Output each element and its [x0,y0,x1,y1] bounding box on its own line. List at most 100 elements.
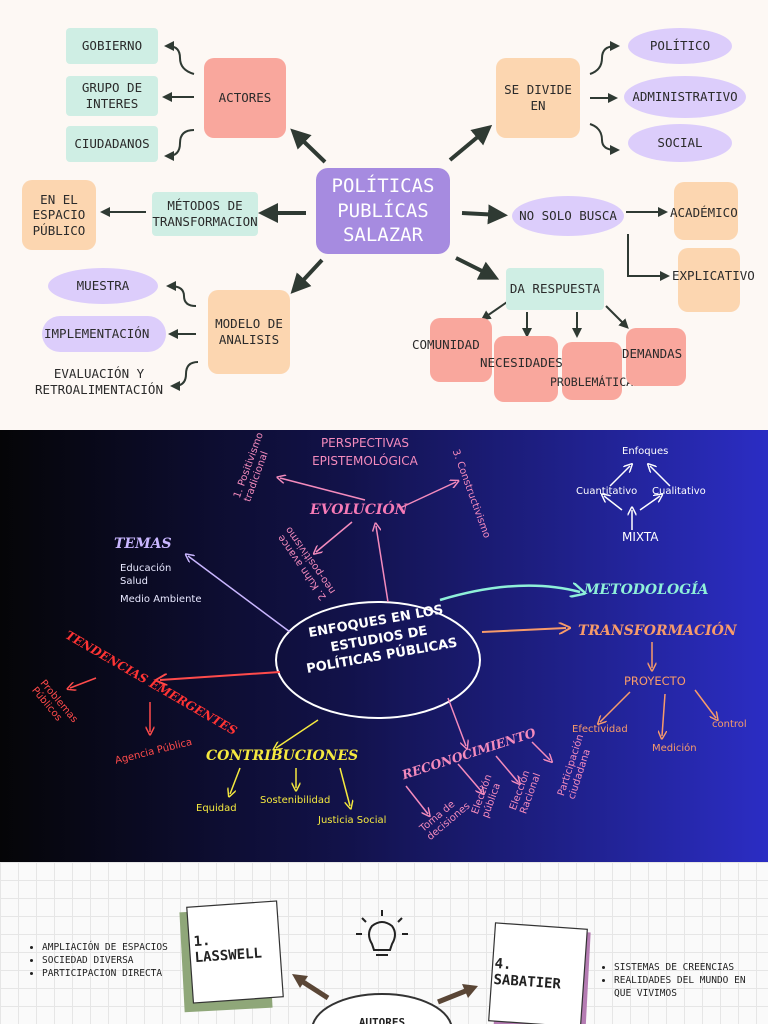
node-no-solo-busca: NO SOLO BUSCA [512,196,624,236]
temas-item-educacion: Educación [120,563,172,574]
arrow-to-actores [290,128,327,164]
link-eleccion-publica [457,763,482,792]
node-demandas: DEMANDAS [622,346,683,361]
arrow-icon [292,974,308,988]
link-evolucion [376,526,389,603]
node-explicativo: EXPLICATIVO [672,268,755,283]
temas-item-salud: Salud [120,576,148,587]
temas-item-medio-ambiente: Medio Ambiente [120,594,202,605]
central-autores: AUTORES [358,1015,406,1024]
central-ellipse [275,601,481,719]
link-tendencias [160,671,281,680]
node-explicativo-bg [678,248,740,312]
node-muestra: MUESTRA [48,268,158,304]
arrow-to-explicativo [627,234,670,281]
label-equidad: Equidad [196,803,237,814]
node-evaluacion: EVALUACIÓN Y RETROALIMENTACIÓN [35,366,163,397]
connector-arrows-layer [100,41,670,391]
link-enfoques-a [609,466,630,487]
link-justicia [339,767,350,806]
node-se-divide-en: SE DIVIDE EN [496,58,580,138]
node-implementacion: IMPLEMENTACIÓN [44,326,150,341]
label-efectividad: Efectividad [572,724,628,735]
node-ciudadanos: CIUDADANOS [66,126,158,162]
arrow-to-muestra [166,281,197,307]
link-control [694,689,716,718]
mindmap-panel-enfoques: ENFOQUES EN LOS ESTUDIOS DE POLÍTICAS PÚ… [0,430,768,862]
link-constructivismo [399,482,456,509]
link-contribuciones [276,719,319,748]
link-transformacion [481,628,566,632]
node-academico-bg [674,182,738,240]
node-problematicas-bg [562,342,622,400]
node-administrativo: ADMINISTRATIVO [624,76,746,118]
node-necesidades-bg [494,336,558,402]
arrow-to-no-solo [461,204,508,225]
label-justicia-social: Justicia Social [318,815,387,826]
connector-lines-layer [0,430,768,862]
link-temas [188,556,291,633]
label-sostenibilidad: Sostenibilidad [260,795,331,806]
label-contribuciones: CONTRIBUCIONES [206,748,359,764]
mindmap-panel-autores: 1. LASSWELL 4. SABATIER AUTORES AMPLIACI… [0,862,768,1024]
arrow-to-da-respuesta [455,256,500,280]
arrow-to-comunidad [480,299,511,321]
link-problemas [70,677,97,688]
central-topic: POLÍTICAS PUBLÍCAS SALAZAR [316,168,450,254]
arrow-to-modelo [290,258,324,294]
link-neopositivismo [316,521,353,552]
node-social: SOCIAL [628,124,732,162]
link-cuantitativo [604,496,623,511]
label-enfoques: Enfoques [622,446,669,457]
notes-sabatier: SISTEMAS DE CREENCIAS REALIDADES DEL MUN… [602,962,752,1000]
author-card-lasswell: 1. LASSWELL [192,933,263,967]
node-implementacion-bg [42,316,166,352]
arrow-to-se-divide [448,124,493,162]
node-actores: ACTORES [204,58,286,138]
label-control: control [712,719,747,730]
node-comunidad-bg [430,318,492,382]
note-item: AMPLIACIÓN DE ESPACIOS [42,942,180,955]
label-mixta: MIXTA [622,530,659,544]
label-evolucion: EVOLUCIÓN [310,502,408,518]
node-comunidad: COMUNIDAD [412,337,480,352]
node-politico: POLÍTICO [628,28,732,64]
note-item: REALIDADES DEL MUNDO EN QUE VIVIMOS [614,975,752,1001]
notes-lasswell: AMPLIACIÓN DE ESPACIOS SOCIEDAD DIVERSA … [30,942,180,980]
label-cualitativo: Cualitativo [652,486,706,497]
arrow-to-politico [589,41,620,75]
arrow-to-ciudadanos [164,129,195,161]
link-reconocimiento [447,697,466,746]
node-modelo: MODELO DE ANALISIS [208,290,290,374]
node-grupo-interes: GRUPO DE INTERES [66,76,158,116]
link-metodologia [439,586,580,602]
label-medicion: Medición [652,743,697,754]
node-academico: ACADÉMICO [670,205,738,220]
link-participacion [531,741,550,760]
link-eleccion-racional [495,755,518,782]
node-gobierno: GOBIERNO [66,28,158,64]
link-efectividad [600,691,631,722]
lightbulb-icon [356,910,408,956]
link-toma [405,785,428,814]
panel3-shapes [179,900,591,1024]
link-positivismo [280,478,366,501]
mindmap-panel-politicas: POLÍTICAS PUBLÍCAS SALAZAR ACTORES GOBIE… [0,0,768,430]
note-item: SISTEMAS DE CREENCIAS [614,962,752,975]
label-transformacion: TRANSFORMACIÓN [578,623,737,639]
label-cuantitativo: Cuantitativo [576,486,638,497]
node-demandas-bg [626,328,686,386]
label-metodologia: METODOLOGÍA [584,582,709,598]
link-enfoques-b [650,466,671,487]
arrow-to-evaluacion [170,361,199,391]
label-temas: TEMAS [114,536,172,552]
arrow-to-social [589,123,620,155]
label-proyecto: PROYECTO [624,674,686,688]
author-card-sabatier: 4. SABATIER [492,955,562,993]
link-equidad [230,767,241,794]
link-medicion [662,693,665,736]
arrow-to-gobierno [164,41,195,75]
note-item: SOCIEDAD DIVERSA [42,955,180,968]
link-cualitativo [639,496,660,511]
arrow-to-demandas [605,305,629,329]
